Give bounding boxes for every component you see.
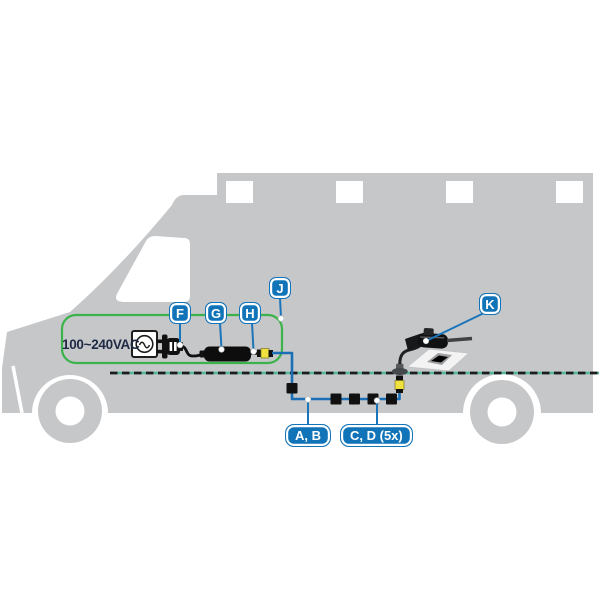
leader-lines — [179, 297, 485, 425]
connection-dots — [176, 315, 430, 404]
leader-j — [279, 297, 282, 319]
van-window — [446, 181, 473, 203]
cable-clamp — [286, 383, 298, 394]
cable-clamp — [349, 393, 360, 405]
dot-f — [176, 341, 184, 349]
power-rating-label: 100~240VAC — [62, 337, 140, 352]
callout-g: G — [205, 302, 227, 324]
cab-window — [116, 236, 190, 302]
bumper-seam — [11, 365, 24, 414]
van-window — [336, 181, 363, 203]
callout-h: H — [239, 302, 261, 324]
cable-connector-yellow — [257, 348, 273, 359]
rear-wheel-hub — [487, 397, 517, 427]
leader-k — [425, 312, 485, 342]
callout-ab: A, B — [285, 424, 331, 447]
front-wheel-hub — [55, 396, 85, 426]
callout-f: F — [169, 302, 191, 324]
dot-h — [250, 348, 257, 355]
dot-g — [218, 346, 225, 353]
van-window — [556, 181, 583, 203]
cable-clamp — [386, 393, 397, 405]
floor-grommet — [391, 363, 408, 376]
device-plate-opening-inner — [431, 355, 448, 363]
callout-j: J — [269, 277, 291, 299]
ac-power-icon — [131, 330, 158, 358]
van-silhouette — [2, 173, 593, 413]
device-rod — [446, 336, 473, 343]
callout-k: K — [479, 293, 501, 315]
van-window — [226, 181, 253, 203]
callout-cd: C, D (5x) — [340, 424, 413, 447]
power-adapter — [199, 346, 258, 362]
leader-h — [251, 322, 255, 351]
device-motor-cap — [423, 327, 434, 336]
leader-g — [219, 322, 223, 349]
dot-j — [277, 315, 285, 322]
cable-connector-yellow-vertical — [394, 375, 405, 393]
dot-k — [422, 337, 430, 345]
cable-clamp — [330, 393, 342, 405]
dot-cd — [373, 397, 381, 404]
dot-ab — [304, 396, 312, 403]
device-k — [398, 327, 473, 372]
device-motor-body — [417, 332, 449, 349]
main-cable — [272, 351, 401, 401]
